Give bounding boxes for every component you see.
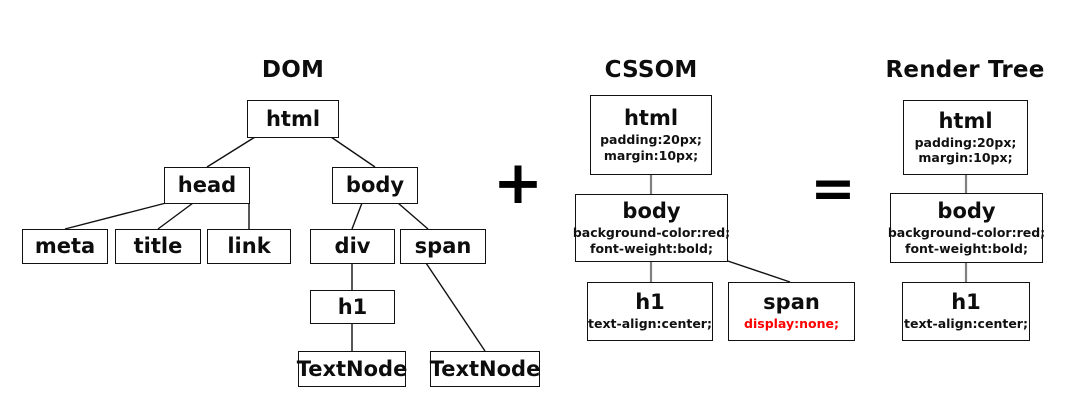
dom-node-link-label: link: [227, 234, 271, 259]
plus-operator-icon: +: [492, 148, 544, 218]
render-node-h1-label: h1: [951, 290, 981, 315]
edge-html-head: [206, 136, 256, 168]
cssom-node-html-prop-0: padding:20px;: [600, 132, 702, 148]
cssom-node-h1: h1 text-align:center;: [587, 282, 713, 341]
dom-node-head-label: head: [177, 173, 237, 198]
dom-node-h1-label: h1: [337, 294, 368, 319]
render-node-h1-prop-0: text-align:center;: [904, 316, 1028, 332]
cssom-node-h1-props: text-align:center;: [588, 316, 712, 331]
dom-node-textnode-h1: TextNode: [296, 351, 408, 387]
dom-node-h1: h1: [310, 290, 395, 324]
cssom-node-h1-label: h1: [635, 290, 665, 315]
cssom-node-span: span display:none;: [728, 282, 855, 341]
dom-node-span: span: [400, 229, 486, 264]
equals-operator-icon: =: [810, 157, 856, 220]
edge-span-textnode: [425, 262, 486, 352]
cssom-node-body-label: body: [622, 199, 681, 224]
render-node-html: html padding:20px; margin:10px;: [903, 100, 1028, 175]
cssom-node-h1-prop-0: text-align:center;: [588, 316, 712, 332]
dom-node-title: title: [115, 229, 201, 264]
dom-node-textnode-span: TextNode: [430, 351, 540, 387]
dom-node-div: div: [310, 229, 395, 264]
render-node-html-label: html: [938, 108, 993, 133]
dom-node-html-label: html: [265, 106, 321, 131]
edge-head-meta: [64, 202, 167, 230]
cssom-node-html-props: padding:20px; margin:10px;: [600, 132, 702, 163]
dom-node-title-label: title: [133, 234, 183, 259]
render-node-body-prop-0: background-color:red;: [887, 225, 1046, 241]
section-title-render-tree: Render Tree: [885, 57, 1045, 83]
render-node-body: body background-color:red; font-weight:b…: [888, 193, 1045, 263]
render-node-html-prop-1: margin:10px;: [918, 150, 1013, 166]
cssom-node-span-props: display:none;: [744, 316, 839, 331]
edge-head-title: [157, 202, 194, 230]
cssom-node-html: html padding:20px; margin:10px;: [590, 95, 712, 175]
dom-node-link: link: [207, 229, 291, 264]
cssom-node-html-label: html: [623, 106, 679, 131]
dom-node-div-label: div: [334, 234, 371, 259]
dom-node-body: body: [332, 167, 418, 204]
render-node-body-prop-1: font-weight:bold;: [905, 240, 1028, 256]
section-title-dom: DOM: [261, 57, 325, 83]
dom-node-textnode-span-label: TextNode: [429, 356, 541, 381]
cssom-node-body-prop-1: font-weight:bold;: [590, 240, 713, 256]
cssom-node-span-label: span: [763, 290, 820, 315]
cssom-node-body-prop-0: background-color:red;: [572, 225, 731, 241]
section-title-cssom: CSSOM: [604, 57, 698, 83]
edge-body-div: [351, 202, 363, 230]
edge-html-body: [330, 136, 376, 168]
render-node-body-props: background-color:red; font-weight:bold;: [888, 225, 1045, 256]
render-node-body-label: body: [937, 199, 996, 224]
edge-body-span: [397, 202, 429, 230]
dom-node-textnode-h1-label: TextNode: [296, 356, 408, 381]
dom-node-html: html: [247, 100, 339, 138]
render-node-h1-props: text-align:center;: [904, 316, 1028, 331]
dom-node-meta-label: meta: [34, 234, 96, 259]
render-node-h1: h1 text-align:center;: [902, 282, 1030, 341]
render-node-html-props: padding:20px; margin:10px;: [915, 135, 1017, 166]
cssom-node-html-prop-1: margin:10px;: [603, 147, 699, 163]
render-node-html-prop-0: padding:20px;: [914, 134, 1017, 150]
cssom-node-span-prop-0: display:none;: [744, 316, 839, 332]
dom-node-span-label: span: [414, 234, 472, 259]
dom-node-body-label: body: [345, 173, 405, 198]
cssom-node-body-props: background-color:red; font-weight:bold;: [573, 225, 730, 256]
dom-node-head: head: [164, 167, 250, 204]
cssom-node-body: body background-color:red; font-weight:b…: [573, 194, 730, 262]
dom-node-meta: meta: [22, 229, 108, 264]
